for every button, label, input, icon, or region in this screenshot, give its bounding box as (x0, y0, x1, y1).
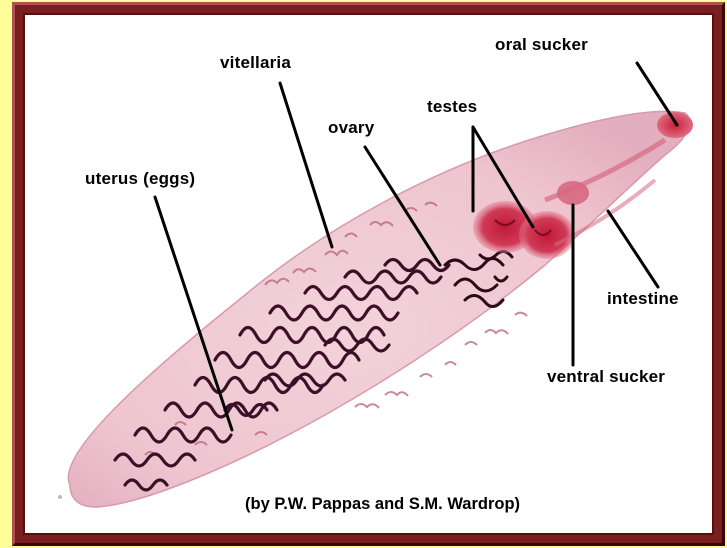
figure-panel: oral sucker vitellaria testes ovary uter… (23, 13, 714, 535)
label-ventral-sucker: ventral sucker (547, 367, 665, 387)
pointer-vitellaria (280, 83, 332, 247)
label-ovary: ovary (328, 118, 374, 138)
oral-sucker-shape (657, 112, 693, 138)
label-intestine: intestine (607, 289, 679, 309)
label-testes: testes (427, 97, 477, 117)
label-uterus: uterus (eggs) (85, 169, 195, 189)
pointer-intestine (608, 211, 658, 287)
label-vitellaria: vitellaria (220, 53, 291, 73)
fluke-specimen-illustration (25, 15, 714, 535)
image-frame: oral sucker vitellaria testes ovary uter… (12, 2, 725, 546)
credit-line: (by P.W. Pappas and S.M. Wardrop) (245, 495, 520, 514)
label-oral-sucker: oral sucker (495, 35, 588, 55)
